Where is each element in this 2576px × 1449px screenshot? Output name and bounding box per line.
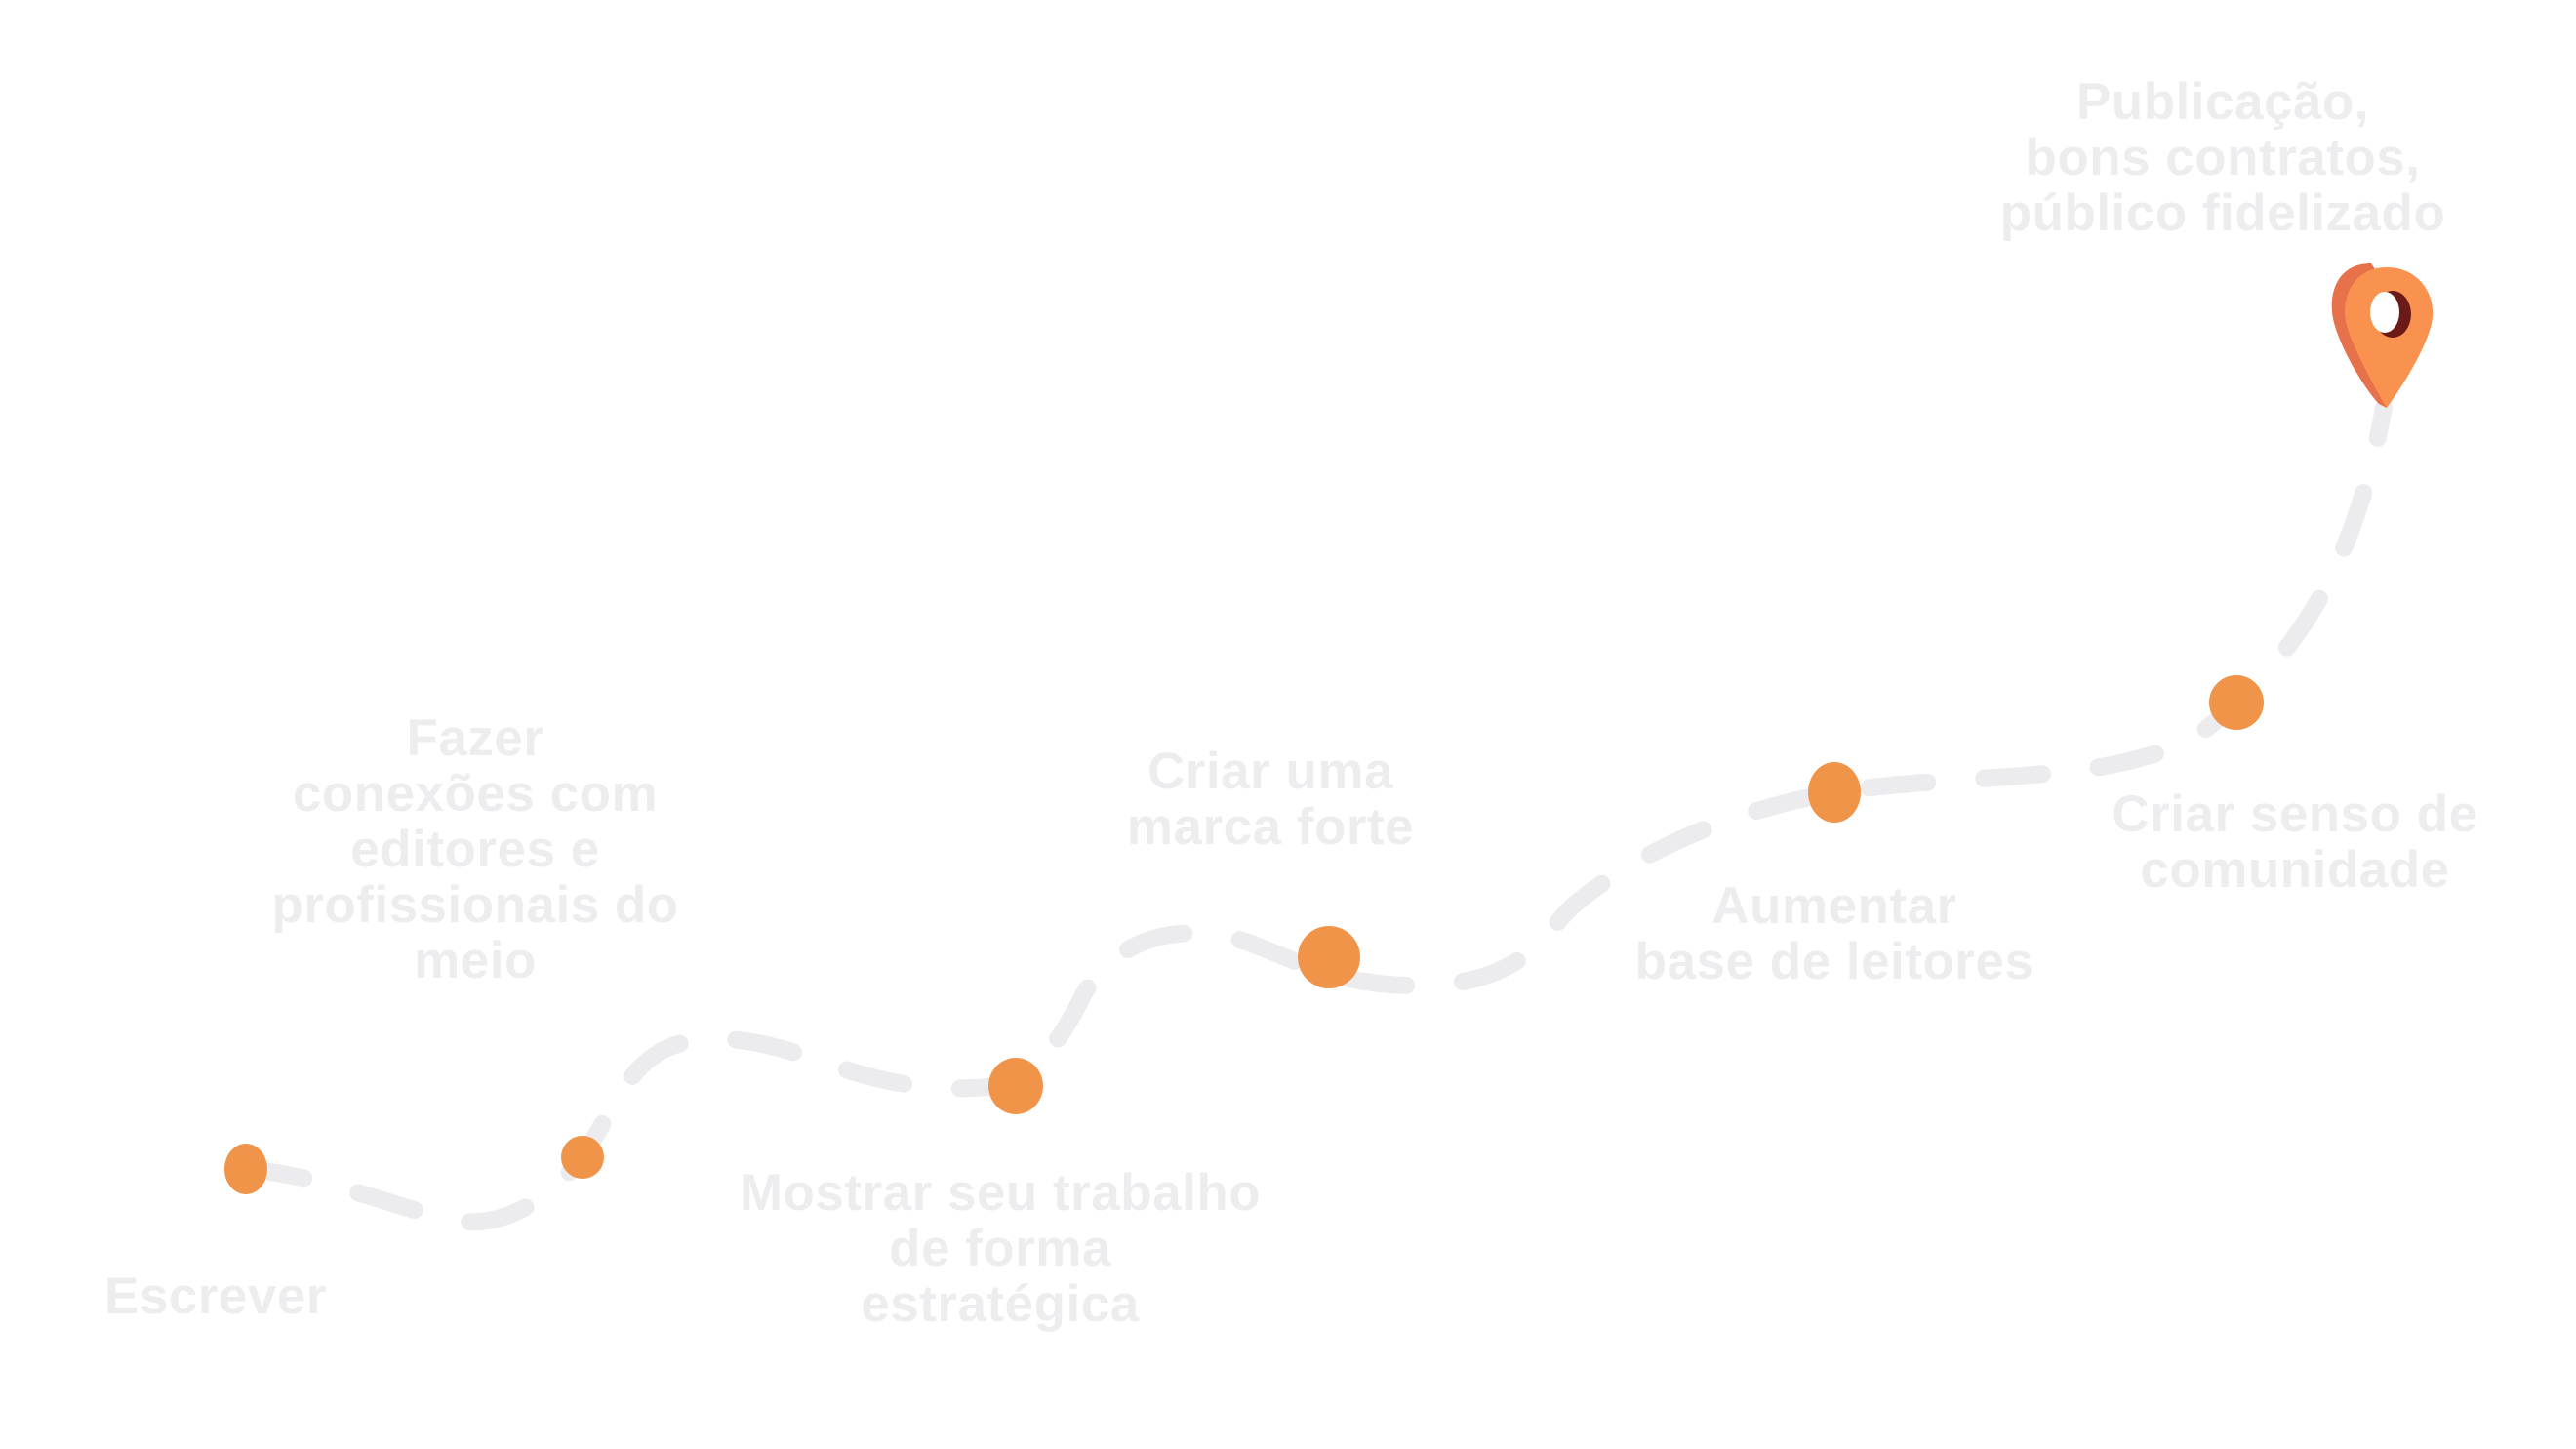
label-line: Criar senso de: [2112, 785, 2478, 843]
milestone-markers: [224, 675, 2264, 1194]
label-line: Aumentar: [1711, 877, 1957, 935]
label-line: editores e: [350, 821, 600, 878]
map-pin-icon: [2331, 263, 2434, 408]
label-line: estratégica: [861, 1275, 1140, 1333]
map-pin-hole: [2370, 292, 2399, 333]
label-line: público fidelizado: [1999, 184, 2446, 242]
milestone-dot: [988, 1058, 1043, 1114]
label-line: Escrever: [104, 1268, 327, 1325]
label-line: marca forte: [1126, 798, 1415, 856]
label-line: Fazer: [406, 709, 544, 767]
label-line: comunidade: [2140, 841, 2450, 899]
milestone-dot: [1298, 926, 1360, 988]
label-line: profissionais do: [271, 876, 679, 934]
label-line: de forma: [889, 1220, 1111, 1277]
label-line: Criar uma: [1147, 743, 1393, 800]
label-line: Publicação,: [2075, 73, 2370, 131]
milestone-dot: [561, 1136, 604, 1179]
goal-label: Publicação,bons contratos,público fideli…: [2000, 74, 2446, 241]
map-pin-front: [2345, 267, 2434, 408]
label-line: bons contratos,: [2025, 129, 2421, 186]
label-line: meio: [414, 932, 537, 989]
milestone-dot: [2209, 675, 2264, 730]
label-line: Mostrar seu trabalho: [739, 1164, 1262, 1222]
milestone-label-escrever: Escrever: [104, 1268, 327, 1324]
milestone-dot: [224, 1144, 267, 1194]
milestone-dot: [1808, 762, 1861, 823]
label-line: conexões com: [292, 765, 659, 823]
label-line: base de leitores: [1634, 933, 2034, 990]
